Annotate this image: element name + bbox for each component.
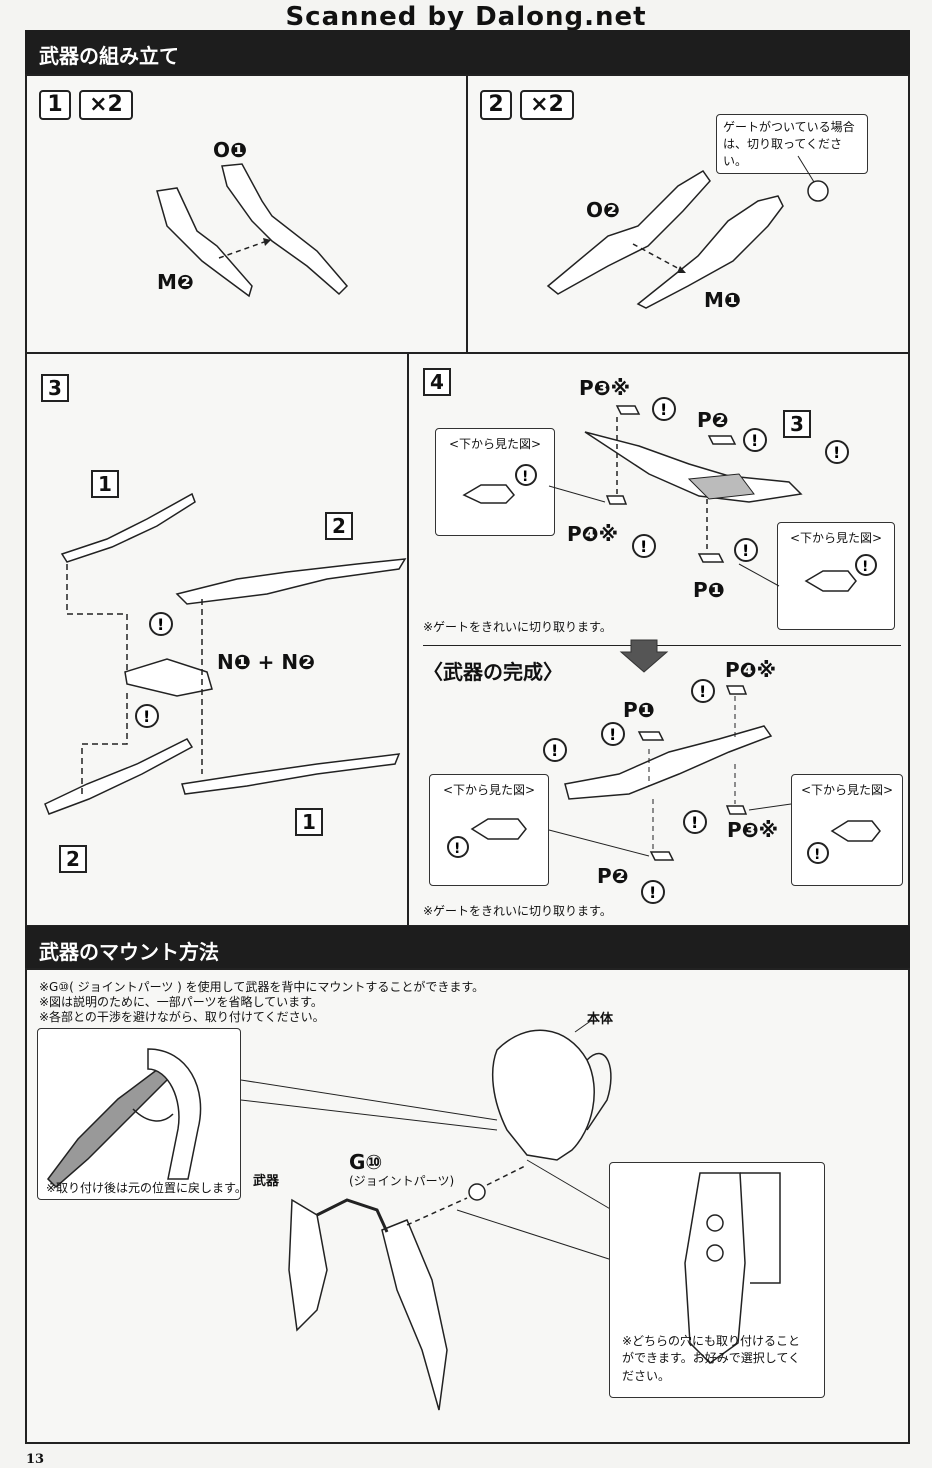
mount-panel: ※G⑩( ジョイントパーツ ) を使用して武器を背中にマウントすることができます…: [25, 968, 910, 1444]
part-drawing: [156, 163, 349, 298]
svg-text:!: !: [833, 443, 840, 462]
step-quantity: ×2: [520, 90, 574, 120]
completion-title: 〈武器の完成〉: [423, 660, 563, 684]
step-quantity: ×2: [79, 90, 133, 120]
svg-text:!: !: [609, 725, 616, 744]
mount-note: ※各部との干渉を避けながら、取り付けてください。: [39, 1010, 325, 1024]
mount-note: ※図は説明のために、一部パーツを省略しています。: [39, 995, 323, 1009]
part-label: P❶: [693, 578, 725, 602]
gate-note: ※ゲートをきれいに切り取ります。: [423, 904, 612, 918]
sub-part-ref: 1: [91, 470, 119, 498]
svg-text:!: !: [814, 847, 820, 863]
step-1-panel: 1 ×2 O❶ M❷: [25, 74, 468, 354]
assembly-drawing: ! !: [44, 492, 407, 815]
svg-text:!: !: [157, 615, 164, 634]
page-number: 13: [26, 1452, 45, 1467]
joint-label: G⑩: [349, 1150, 383, 1174]
svg-text:!: !: [649, 883, 656, 902]
part-label: P❷: [597, 864, 629, 888]
bottom-view-box: <下から見た図> !: [435, 428, 555, 536]
weapon-label: 武器: [253, 1174, 280, 1189]
sub-part-ref: 1: [295, 808, 323, 836]
mount-note: ※G⑩( ジョイントパーツ ) を使用して武器を背中にマウントすることができます…: [39, 980, 485, 994]
bottom-view-box: <下から見た図> !: [791, 774, 903, 886]
svg-text:!: !: [522, 469, 528, 485]
sub-part-ref: 3: [783, 410, 811, 438]
part-label: P❷: [697, 408, 729, 432]
step-3-panel: 3 1 2 1 2 N❶ + N❷ ! !: [25, 352, 409, 927]
svg-text:!: !: [660, 400, 667, 419]
step-number: 3: [41, 374, 69, 402]
gate-callout: ゲートがついている場合は、切り取ってください。: [716, 114, 868, 175]
holes-note: ※どちらの穴にも取り付けることができます。お好みで選択してください。: [622, 1334, 801, 1383]
section-title-assembly: 武器の組み立て: [25, 30, 910, 74]
svg-text:!: !: [640, 537, 647, 556]
svg-text:!: !: [751, 431, 758, 450]
part-label: M❷: [157, 270, 194, 294]
part-label: P❸※: [727, 818, 779, 842]
part-label: P❶: [623, 698, 655, 722]
view-label: <下から見た図>: [448, 437, 542, 451]
view-label: <下から見た図>: [442, 783, 536, 797]
bottom-view-box: <下から見た図> !: [777, 522, 895, 630]
section-title-mount: 武器のマウント方法: [25, 926, 910, 970]
part-label: O❶: [213, 138, 247, 162]
svg-text:!: !: [143, 707, 150, 726]
inset-box: ※取り付け後は元の位置に戻します。: [37, 1028, 247, 1200]
svg-text:!: !: [454, 841, 460, 857]
holes-detail-box: ※どちらの穴にも取り付けることができます。お好みで選択してください。: [609, 1162, 825, 1398]
arrow-down-icon: [619, 639, 669, 673]
part-label: P❹※: [567, 522, 619, 546]
part-label: O❷: [586, 198, 620, 222]
step-number: 2: [480, 90, 512, 120]
step-2-panel: 2 ×2 ゲートがついている場合は、切り取ってください。 O❷ M❶: [466, 74, 910, 354]
scan-credit: Scanned by Dalong.net: [285, 2, 647, 32]
svg-text:!: !: [699, 682, 706, 701]
step-4-drawing: ! ! ! ! !: [548, 397, 849, 587]
completed-weapon-drawing: ! ! ! ! !: [543, 679, 792, 904]
mount-drawing: [240, 1019, 613, 1411]
sub-part-ref: 2: [59, 845, 87, 873]
step-number: 4: [423, 368, 451, 396]
inset-caption: ※取り付け後は元の位置に戻します。: [46, 1181, 247, 1195]
view-label: <下から見た図>: [800, 783, 894, 797]
view-label: <下から見た図>: [789, 531, 883, 545]
part-label: M❶: [704, 288, 741, 312]
svg-text:!: !: [862, 559, 868, 575]
step-4-panel: 4 3 P❸※ P❷ P❹※ P❶ <下から見た図> ! <下から見た図> ! …: [407, 352, 910, 927]
part-label: P❹※: [725, 658, 777, 682]
svg-text:!: !: [551, 741, 558, 760]
step-number: 1: [39, 90, 71, 120]
bottom-view-box: <下から見た図> !: [429, 774, 549, 886]
divider: [423, 645, 901, 646]
svg-text:!: !: [742, 541, 749, 560]
part-label: P❸※: [579, 376, 631, 400]
svg-text:!: !: [691, 813, 698, 832]
sub-part-ref: 2: [325, 512, 353, 540]
gate-note: ※ゲートをきれいに切り取ります。: [423, 620, 612, 634]
body-label: 本体: [587, 1012, 614, 1027]
part-label: N❶ + N❷: [217, 650, 316, 674]
part-drawing: [546, 155, 829, 309]
joint-sublabel: (ジョイントパーツ): [349, 1174, 455, 1188]
